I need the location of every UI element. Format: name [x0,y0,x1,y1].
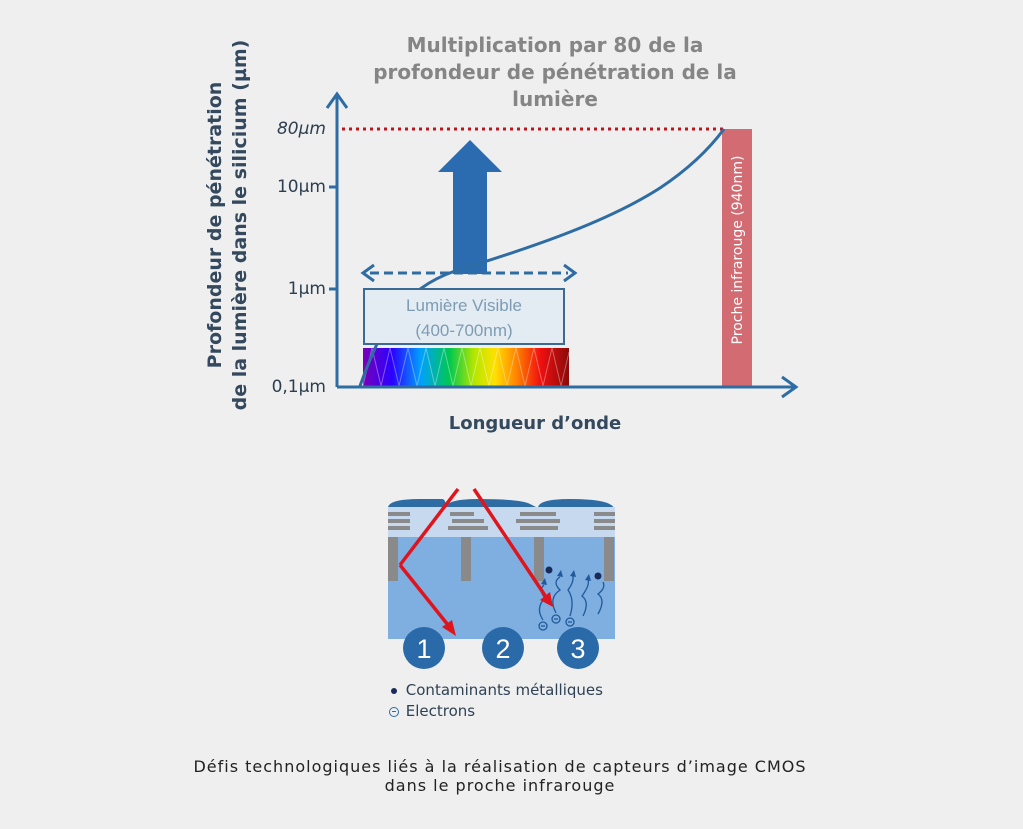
penetration-depth-curve [358,128,726,387]
y-axis-label-line1: Profondeur de pénétration [204,81,226,369]
figure-caption: Défis technologiques liés à la réalisati… [0,757,1000,795]
sensor-cross-section [388,487,615,639]
tick-80um: 80µm [276,119,326,139]
spectrum-zigzag [362,347,570,387]
dashed-arrow-right-head [563,263,578,283]
visible-light-box: Lumière Visible (400-700nm) [363,288,565,345]
caption-line2: dans le proche infrarouge [384,776,616,795]
dashed-arrow-left-head [360,263,375,283]
legend-electrons: Electrons [387,702,475,720]
caption-line1: Défis technologiques liés à la réalisati… [193,757,807,776]
pixel-1-number: 1 [416,634,431,664]
visible-spectrum-bar [363,348,569,386]
pixel-3-badge [557,627,599,669]
y-axis-label: Profondeur de pénétration de la lumière … [203,40,253,411]
pixel-2-badge [482,627,524,669]
y-axis-arrowhead [325,91,349,109]
visible-light-line1: Lumière Visible [406,296,522,315]
legend-contaminants: Contaminants métalliques [387,681,603,699]
pixel-3-number: 3 [570,634,585,664]
visible-light-line2: (400-700nm) [415,321,513,340]
contaminant-dot-icon [391,687,397,694]
x-axis-arrowhead [781,375,799,399]
legend-electrons-label: Electrons [405,702,476,720]
x-axis-label: Longueur d’onde [448,413,622,434]
pixel-1-badge [403,627,445,669]
pixel-2-number: 2 [495,634,510,664]
big-up-arrow [438,140,502,274]
y-axis-label-line2: de la lumière dans le silicium (µm) [229,39,251,411]
tick-0-1um: 0,1µm [271,377,326,397]
electron-icon [389,706,399,717]
tick-10um: 10µm [276,177,326,197]
nir-label: Proche infrarouge (940nm) [730,155,746,345]
tick-1um: 1µm [287,279,326,299]
chart-title: Multiplication par 80 de la profondeur d… [373,33,737,111]
legend-contaminants-label: Contaminants métalliques [405,681,603,699]
